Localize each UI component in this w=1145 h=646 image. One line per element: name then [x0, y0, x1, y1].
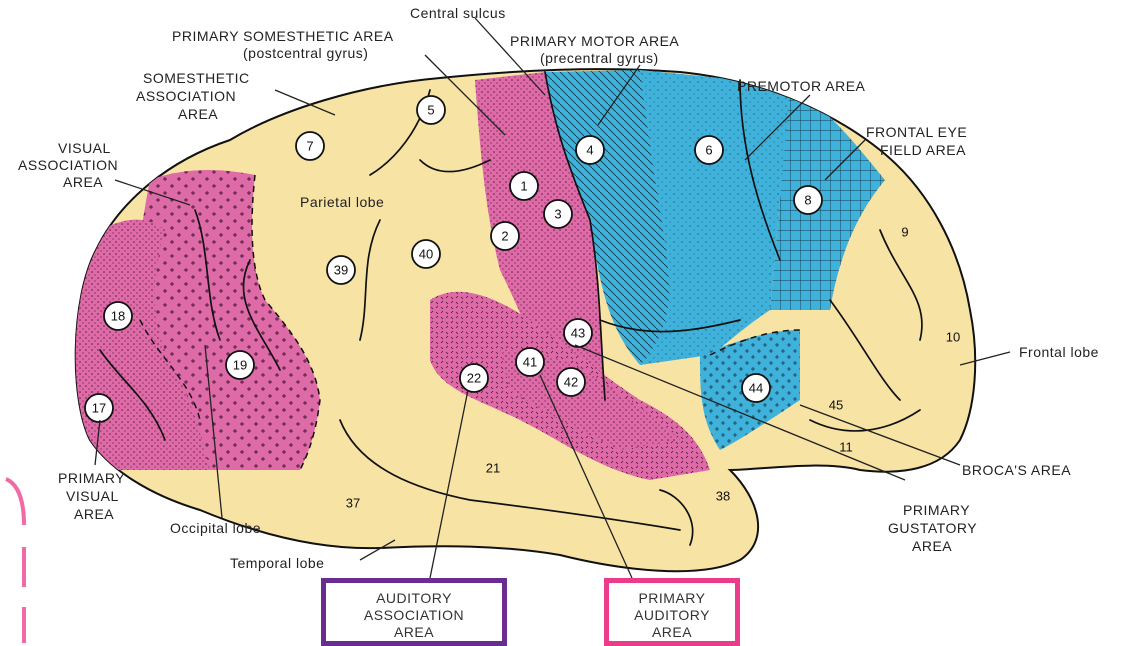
- label-frontal-eye-2: FIELD AREA: [880, 142, 966, 159]
- label-primary-somesthetic: PRIMARY SOMESTHETIC AREA: [172, 28, 394, 45]
- svg-text:17: 17: [92, 401, 106, 416]
- svg-text:42: 42: [564, 375, 578, 390]
- label-brocas-area: BROCA'S AREA: [962, 462, 1071, 479]
- area-4-marker: 4: [576, 136, 604, 164]
- svg-text:44: 44: [749, 381, 763, 396]
- label-visual-assoc-2: ASSOCIATION: [18, 157, 118, 174]
- svg-text:7: 7: [306, 139, 313, 154]
- area-44-marker: 44: [742, 374, 770, 402]
- svg-text:2: 2: [501, 229, 508, 244]
- area-39-marker: 39: [327, 256, 355, 284]
- svg-text:40: 40: [419, 247, 433, 262]
- area-5-marker: 5: [417, 96, 445, 124]
- svg-text:8: 8: [804, 193, 811, 208]
- area-10-label: 10: [946, 330, 960, 345]
- svg-text:39: 39: [334, 263, 348, 278]
- label-frontal-lobe: Frontal lobe: [1019, 344, 1099, 361]
- auditory-association-line-1: AUDITORY: [364, 590, 464, 607]
- label-visual-assoc-1: VISUAL: [58, 140, 111, 157]
- svg-text:6: 6: [705, 143, 712, 158]
- svg-text:3: 3: [554, 207, 561, 222]
- label-primary-visual-2: VISUAL: [66, 488, 119, 505]
- area-22-marker: 22: [460, 364, 488, 392]
- svg-text:22: 22: [467, 371, 481, 386]
- label-primary-gustatory-3: AREA: [912, 538, 952, 555]
- area-8-marker: 8: [794, 186, 822, 214]
- svg-text:41: 41: [523, 355, 537, 370]
- svg-text:18: 18: [111, 309, 125, 324]
- area-37-label: 37: [346, 496, 360, 511]
- label-somesthetic-assoc-2: ASSOCIATION: [136, 88, 236, 105]
- svg-text:5: 5: [427, 103, 434, 118]
- label-frontal-eye-1: FRONTAL EYE: [866, 124, 967, 141]
- area-40-marker: 40: [412, 240, 440, 268]
- primary-auditory-line-3: AREA: [634, 624, 710, 641]
- area-41-marker: 41: [516, 348, 544, 376]
- auditory-association-line-2: ASSOCIATION: [364, 607, 464, 624]
- primary-auditory-box: PRIMARY AUDITORY AREA: [604, 578, 740, 646]
- label-parietal-lobe: Parietal lobe: [300, 194, 384, 211]
- area-3-marker: 3: [544, 200, 572, 228]
- area-42-marker: 42: [557, 368, 585, 396]
- label-primary-visual-3: AREA: [74, 506, 114, 523]
- area-17-marker: 17: [85, 394, 113, 422]
- label-somesthetic-assoc-1: SOMESTHETIC: [143, 70, 250, 87]
- label-primary-motor: PRIMARY MOTOR AREA: [510, 33, 679, 50]
- label-primary-gustatory-1: PRIMARY: [903, 502, 970, 519]
- label-premotor: PREMOTOR AREA: [737, 78, 865, 95]
- svg-text:1: 1: [520, 179, 527, 194]
- svg-text:4: 4: [586, 143, 593, 158]
- label-primary-visual-1: PRIMARY: [58, 470, 125, 487]
- label-primary-gustatory-2: GUSTATORY: [888, 520, 977, 537]
- label-central-sulcus: Central sulcus: [410, 5, 506, 22]
- area-18-marker: 18: [104, 302, 132, 330]
- area-7-marker: 7: [296, 132, 324, 160]
- area-38-label: 38: [716, 489, 730, 504]
- auditory-association-line-3: AREA: [364, 624, 464, 641]
- area-45-label: 45: [829, 398, 843, 413]
- svg-text:19: 19: [233, 358, 247, 373]
- area-21-label: 21: [486, 461, 500, 476]
- area-6-marker: 6: [695, 136, 723, 164]
- auditory-association-box: AUDITORY ASSOCIATION AREA: [321, 578, 507, 646]
- area-19-marker: 19: [226, 351, 254, 379]
- label-visual-assoc-3: AREA: [63, 174, 103, 191]
- dashed-bracket-marker: [0, 455, 40, 643]
- label-precentral: (precentral gyrus): [540, 50, 659, 67]
- primary-auditory-line-2: AUDITORY: [634, 607, 710, 624]
- area-9-label: 9: [901, 225, 908, 240]
- label-somesthetic-assoc-3: AREA: [178, 106, 218, 123]
- area-1-marker: 1: [510, 172, 538, 200]
- area-43-marker: 43: [564, 319, 592, 347]
- svg-text:43: 43: [571, 326, 585, 341]
- area-2-marker: 2: [491, 222, 519, 250]
- label-temporal-lobe: Temporal lobe: [230, 555, 324, 572]
- label-occipital-lobe: Occipital lobe: [170, 520, 261, 537]
- label-postcentral: (postcentral gyrus): [243, 45, 368, 62]
- area-11-label: 11: [839, 440, 853, 455]
- primary-auditory-line-1: PRIMARY: [634, 590, 710, 607]
